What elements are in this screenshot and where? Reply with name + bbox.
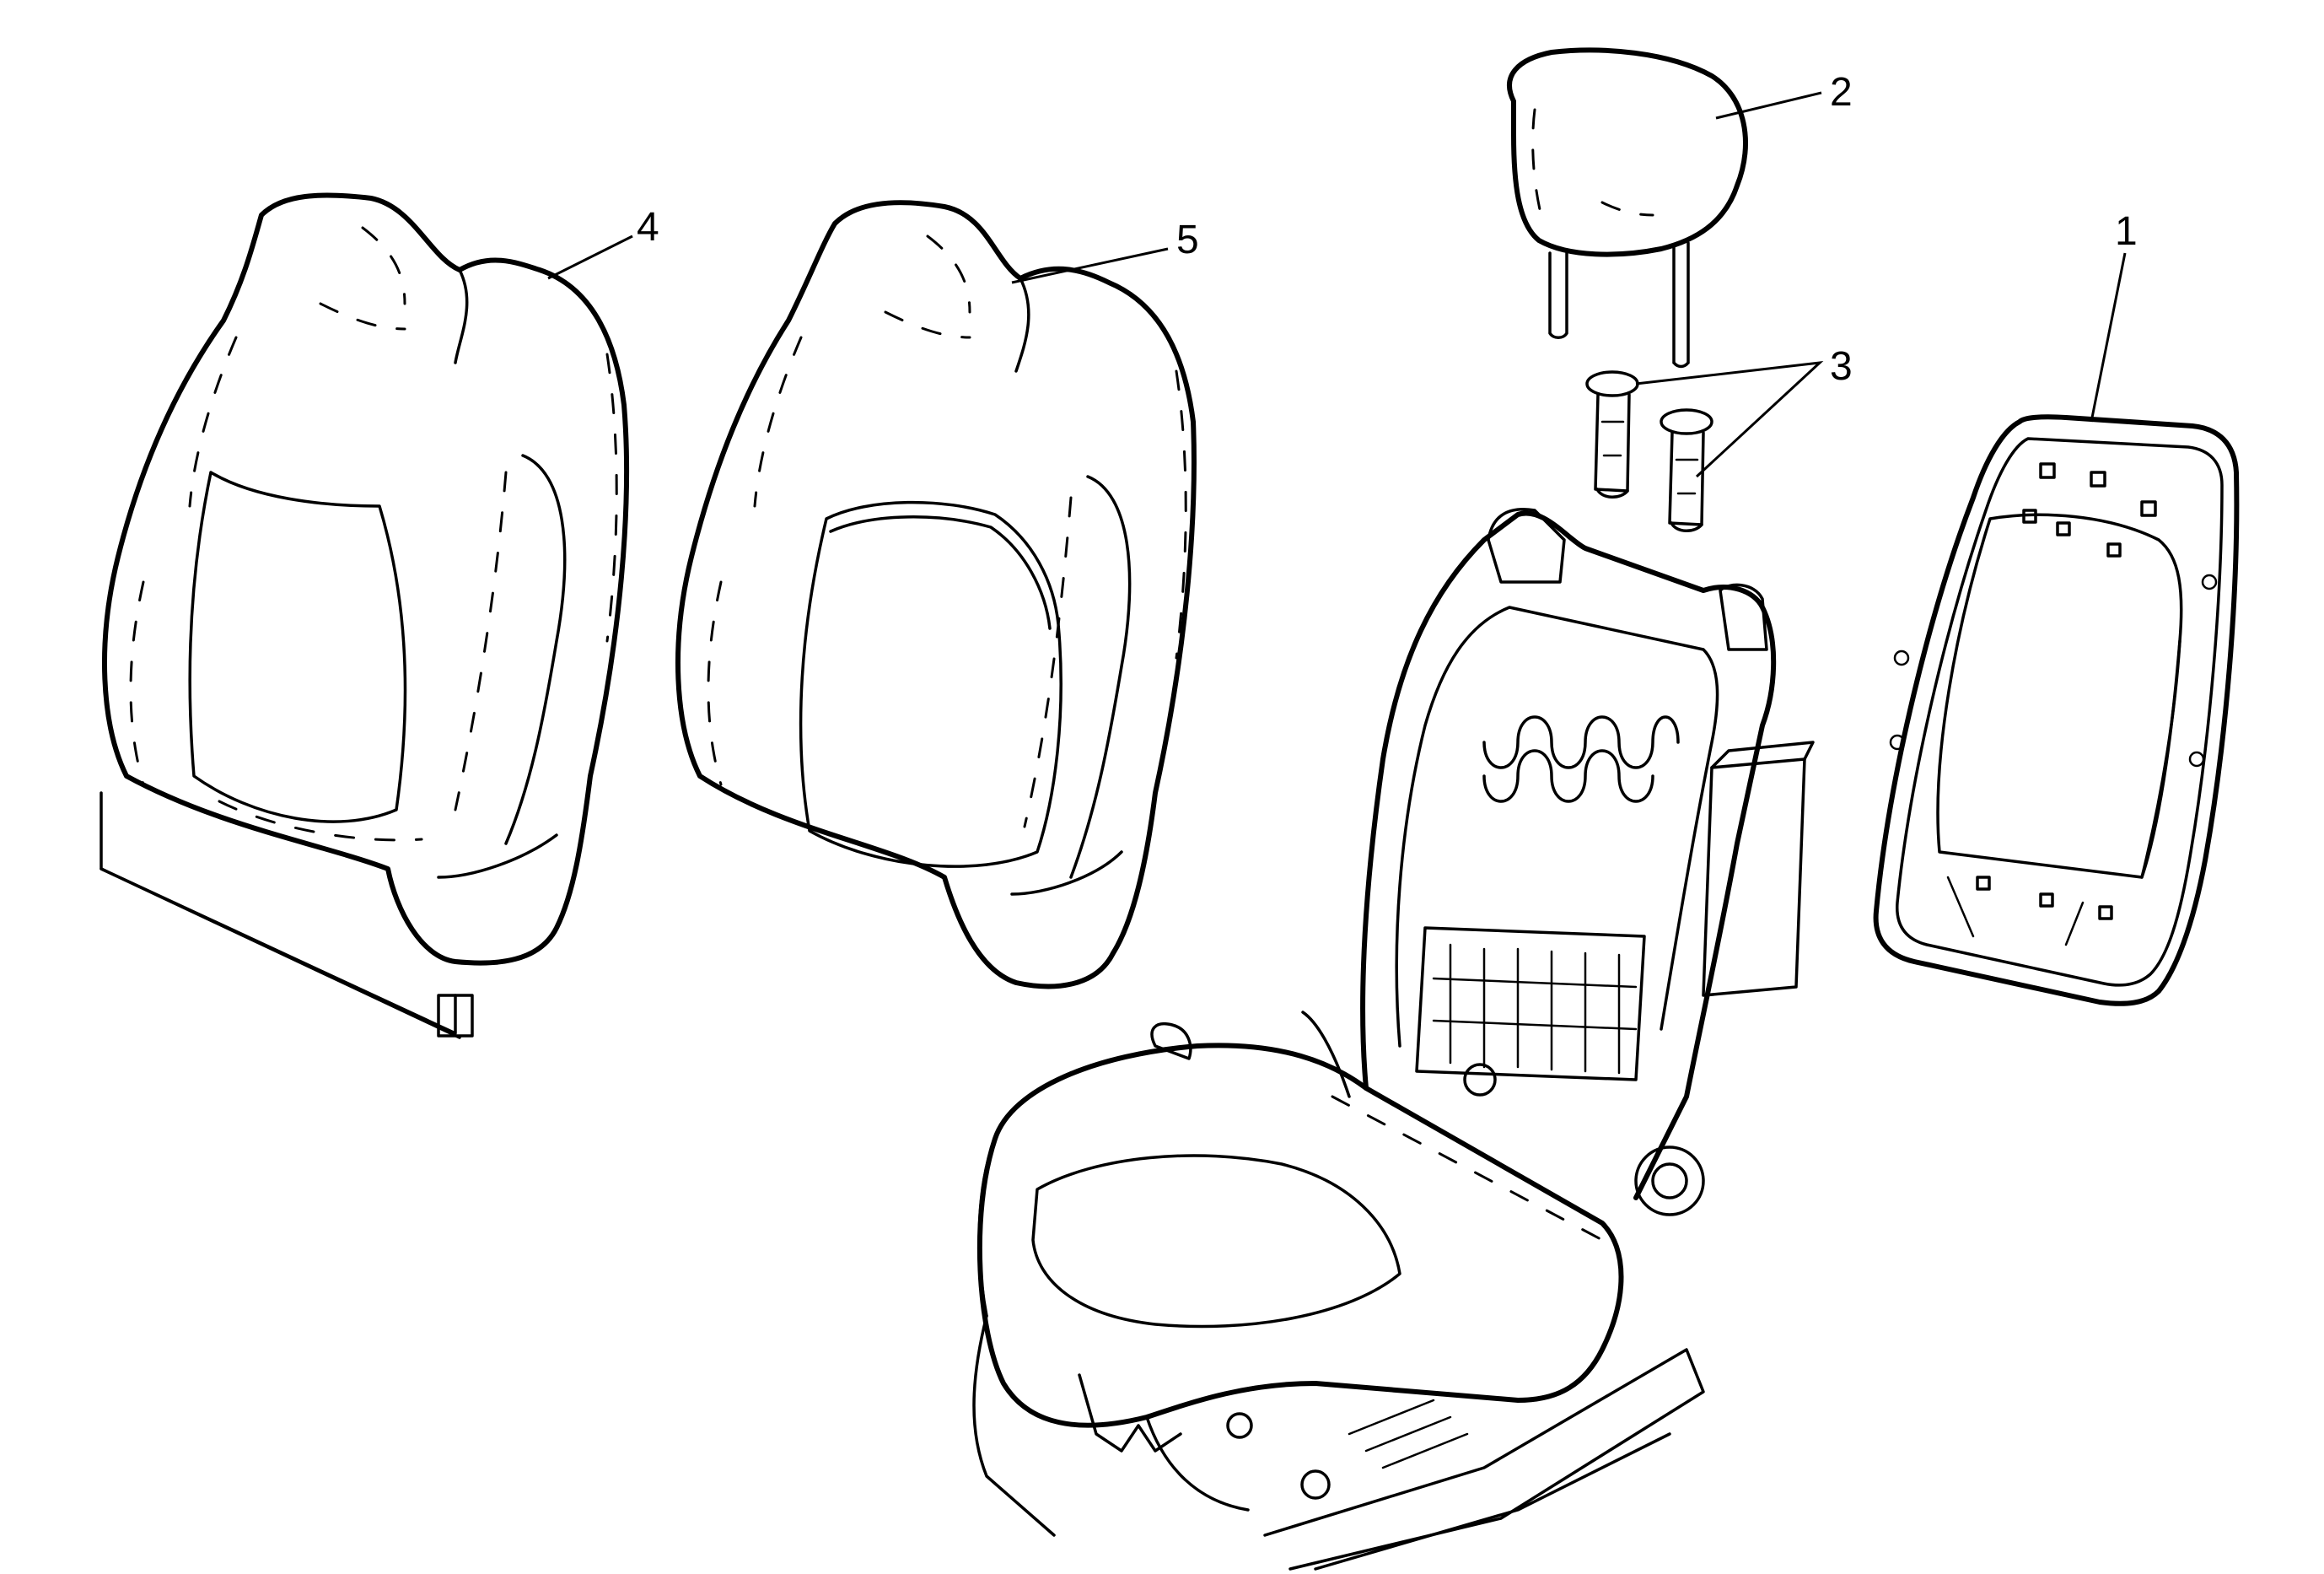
callout-2: 2: [1715, 70, 1853, 120]
guide-right: [1660, 408, 1713, 532]
head-restraint-guides-part-3: [1585, 370, 1713, 532]
seat-back-pad-part-5: [675, 200, 1197, 989]
callout-label-4: 4: [637, 205, 659, 250]
callout-3: 3: [1635, 344, 1853, 478]
callout-label-2: 2: [1830, 70, 1853, 115]
callout-label-5: 5: [1176, 218, 1199, 262]
callout-1: 1: [2090, 209, 2138, 423]
callout-4: 4: [547, 205, 659, 280]
seat-back-cover-part-4: [100, 192, 630, 1039]
callout-label-1: 1: [2115, 209, 2138, 254]
callout-5: 5: [1011, 218, 1199, 284]
callout-label-3: 3: [1830, 344, 1853, 389]
guide-left: [1585, 370, 1639, 499]
head-restraint-part-2: [1507, 47, 1748, 369]
seat-frame-assembly: [972, 508, 1815, 1571]
seat-back-rear-panel-part-1: [1873, 414, 2240, 1006]
